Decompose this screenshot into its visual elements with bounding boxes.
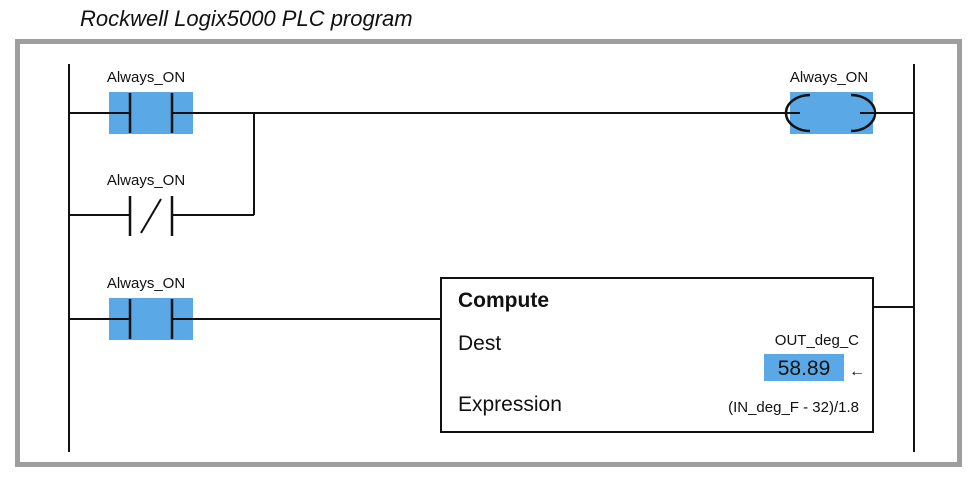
- dest-value[interactable]: 58.89: [778, 357, 831, 380]
- rung2-no-contact-tag: Always_ON: [107, 275, 185, 292]
- ladder-frame: [15, 39, 962, 467]
- rung1-nc-contact-tag: Always_ON: [107, 172, 185, 189]
- expression-value: (IN_deg_F - 32)/1.8: [728, 399, 859, 416]
- diagram-caption: Rockwell Logix5000 PLC program: [80, 6, 413, 31]
- rung1-no-contact[interactable]: [109, 92, 193, 134]
- rung1-output-coil[interactable]: [784, 92, 877, 134]
- dest-arrow-icon: ←: [849, 363, 865, 380]
- rung2-no-contact[interactable]: [109, 298, 193, 340]
- rung1-output-coil-tag: Always_ON: [790, 69, 868, 86]
- dest-value-highlight: [764, 354, 844, 381]
- rung1-no-contact-tag: Always_ON: [107, 69, 185, 86]
- rung1-nc-contact[interactable]: [128, 196, 174, 236]
- expression-label: Expression: [458, 393, 562, 416]
- dest-tag: OUT_deg_C: [775, 332, 859, 349]
- dest-label: Dest: [458, 332, 501, 355]
- compute-title: Compute: [458, 289, 549, 312]
